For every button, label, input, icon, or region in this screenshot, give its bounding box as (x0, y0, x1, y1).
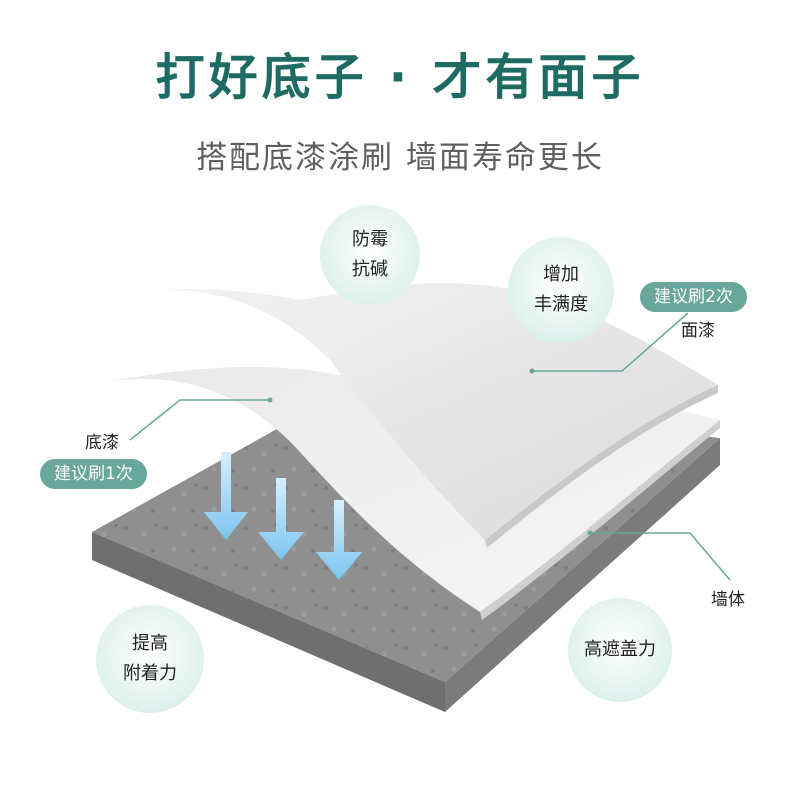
feature-bubble-mold-alkali: 防霉 抗碱 (320, 205, 420, 305)
topcoat-leader-line (532, 312, 689, 372)
arrow-2 (258, 478, 304, 560)
feature-adhesion-line1: 提高 (132, 633, 168, 654)
feature-mold-line2: 抗碱 (352, 259, 388, 280)
topcoat-tag: 建议刷2次 (640, 282, 747, 312)
wall-label: 墙体 (711, 590, 745, 610)
feature-adhesion-line2: 附着力 (123, 663, 177, 684)
primer-label: 底漆 (85, 433, 119, 453)
feature-fullness-line1: 增加 (543, 264, 579, 285)
wall-leader-line (590, 532, 731, 581)
feature-bubble-adhesion: 提高 附着力 (96, 605, 204, 713)
primer-tag: 建议刷1次 (40, 459, 147, 489)
primer-leader-line (129, 399, 270, 441)
feature-bubble-fullness: 增加 丰满度 (508, 237, 614, 343)
arrow-1 (204, 452, 248, 540)
topcoat-sheet (140, 283, 718, 548)
topcoat-label: 面漆 (681, 321, 715, 341)
feature-coverage-line1: 高遮盖力 (584, 639, 656, 660)
feature-mold-line1: 防霉 (352, 229, 388, 250)
subheadline: 搭配底漆涂刷 墙面寿命更长 (196, 140, 604, 176)
headline: 打好底子 · 才有面子 (155, 49, 645, 106)
feature-bubble-coverage: 高遮盖力 (568, 598, 672, 702)
arrow-3 (316, 500, 362, 580)
feature-fullness-line2: 丰满度 (534, 294, 588, 315)
